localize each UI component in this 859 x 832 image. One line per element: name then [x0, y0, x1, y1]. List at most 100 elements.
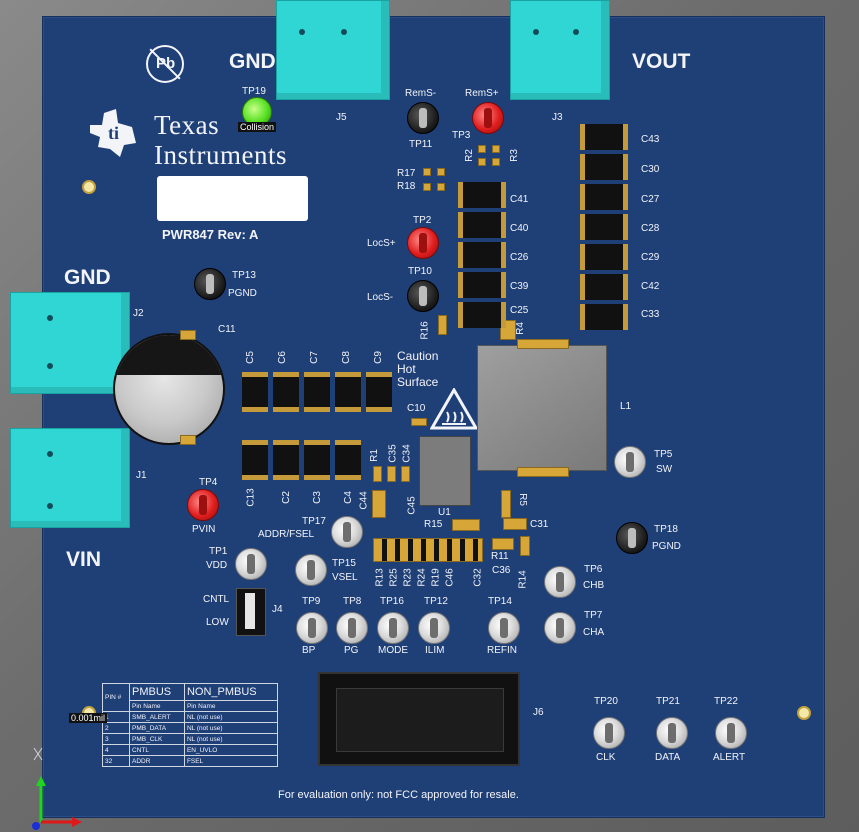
refdes-r24: R24: [416, 568, 428, 587]
connector-j1[interactable]: [10, 428, 130, 528]
refdes-c36: C36: [492, 565, 511, 576]
cap-c3: [304, 440, 330, 480]
refdes-c44: C44: [358, 491, 370, 510]
refdes-j4: J4: [272, 604, 283, 615]
testpoint-tp13[interactable]: [194, 268, 226, 300]
caution-label-line1: Caution: [397, 349, 439, 363]
cap-c34: [401, 466, 410, 482]
resistor-r2-b: [478, 158, 486, 166]
connector-j2[interactable]: [10, 292, 130, 394]
tp20-label: TP20: [594, 696, 618, 707]
tp14-label: TP14: [488, 596, 512, 607]
refdes-c46: C46: [444, 568, 456, 587]
refdes-r16: R16: [419, 321, 431, 340]
testpoint-tp12[interactable]: [418, 612, 450, 644]
testpoint-tp15[interactable]: [295, 554, 327, 586]
refdes-c25: C25: [510, 305, 529, 316]
ti-logo-icon: ti: [86, 103, 144, 161]
measurement-tag: 0.001mil: [69, 713, 108, 723]
header-j6[interactable]: [318, 672, 520, 766]
refdes-r1: R1: [368, 449, 380, 462]
testpoint-tp21[interactable]: [656, 717, 688, 749]
c11-pad-top: [180, 330, 196, 340]
testpoint-tp2[interactable]: [407, 227, 439, 259]
pin-table-sub-pmbus: Pin Name: [129, 700, 185, 712]
resistor-r17-b: [437, 168, 445, 176]
refdes-l1: L1: [620, 401, 632, 412]
connector-j5[interactable]: [276, 0, 390, 100]
testpoint-tp17[interactable]: [331, 516, 363, 548]
footer-disclaimer: For evaluation only: not FCC approved fo…: [278, 789, 519, 801]
cap-c13: [242, 440, 268, 480]
testpoint-tp3[interactable]: [472, 102, 504, 134]
testpoint-tp4[interactable]: [187, 489, 219, 521]
vout-label: VOUT: [632, 50, 691, 73]
resistor-r2: [478, 145, 486, 153]
jumper-j4[interactable]: [236, 588, 266, 636]
ti-logo-line1: Texas: [154, 110, 220, 140]
cap-c36: [520, 536, 530, 556]
testpoint-tp11[interactable]: [407, 102, 439, 134]
tp9-net: BP: [302, 645, 316, 656]
resistor-r11: [492, 538, 514, 550]
testpoint-tp6[interactable]: [544, 566, 576, 598]
testpoint-tp5[interactable]: [614, 446, 646, 478]
refdes-c29: C29: [641, 252, 660, 263]
testpoint-tp18[interactable]: [616, 522, 648, 554]
tp11-label: TP11: [409, 139, 433, 150]
refdes-c3: C3: [311, 491, 323, 504]
testpoint-tp8[interactable]: [336, 612, 368, 644]
refdes-c9: C9: [372, 351, 384, 364]
cap-c9: [366, 372, 392, 412]
testpoint-tp20[interactable]: [593, 717, 625, 749]
cap-c6: [273, 372, 299, 412]
testpoint-tp14[interactable]: [488, 612, 520, 644]
caution-label-line2: Hot: [397, 362, 416, 376]
svg-text:ti: ti: [108, 123, 119, 143]
refdes-c42: C42: [641, 281, 660, 292]
vin-label: VIN: [66, 548, 102, 571]
testpoint-tp9[interactable]: [296, 612, 328, 644]
caution-label-line3: Surface: [397, 375, 439, 389]
testpoint-tp16[interactable]: [377, 612, 409, 644]
tp10-label: TP10: [408, 266, 432, 277]
tp2-net: LocS+: [367, 238, 396, 249]
tp1-net: VDD: [206, 560, 228, 571]
tp3-net: RemS+: [465, 88, 499, 99]
refdes-j6: J6: [533, 707, 544, 718]
electrolytic-cap-c11: [113, 333, 225, 445]
connector-j3[interactable]: [510, 0, 610, 100]
refdes-c43: C43: [641, 134, 660, 145]
refdes-c6: C6: [276, 351, 288, 364]
refdes-c10: C10: [407, 403, 426, 414]
tp15-net: VSEL: [332, 572, 358, 583]
pb-free-icon: Pb: [146, 45, 184, 83]
resistor-r3: [492, 145, 500, 153]
refdes-r4: R4: [514, 322, 526, 335]
refdes-r15: R15: [424, 519, 443, 530]
cap-c30: [580, 154, 628, 180]
tp2-label: TP2: [413, 215, 432, 226]
cap-c25: [458, 302, 506, 328]
refdes-r23: R23: [402, 568, 414, 587]
tp21-net: DATA: [655, 752, 681, 763]
cap-c33: [580, 304, 628, 330]
testpoint-tp22[interactable]: [715, 717, 747, 749]
testpoint-tp7[interactable]: [544, 612, 576, 644]
tp17-net: ADDR/FSEL: [258, 529, 315, 540]
c11-pad-bottom: [180, 435, 196, 445]
tp8-net: PG: [344, 645, 359, 656]
board-revision: PWR847 Rev: A: [162, 227, 259, 242]
testpoint-tp10[interactable]: [407, 280, 439, 312]
resistor-r17: [423, 168, 431, 176]
ti-logo-line2: Instruments: [154, 140, 287, 170]
tp12-label: TP12: [424, 596, 448, 607]
hot-surface-warning-icon: [429, 387, 479, 430]
refdes-c31: C31: [530, 519, 549, 530]
cap-c42: [580, 274, 628, 300]
testpoint-tp1[interactable]: [235, 548, 267, 580]
tp11-net: RemS-: [405, 88, 437, 99]
refdes-c2: C2: [280, 491, 292, 504]
